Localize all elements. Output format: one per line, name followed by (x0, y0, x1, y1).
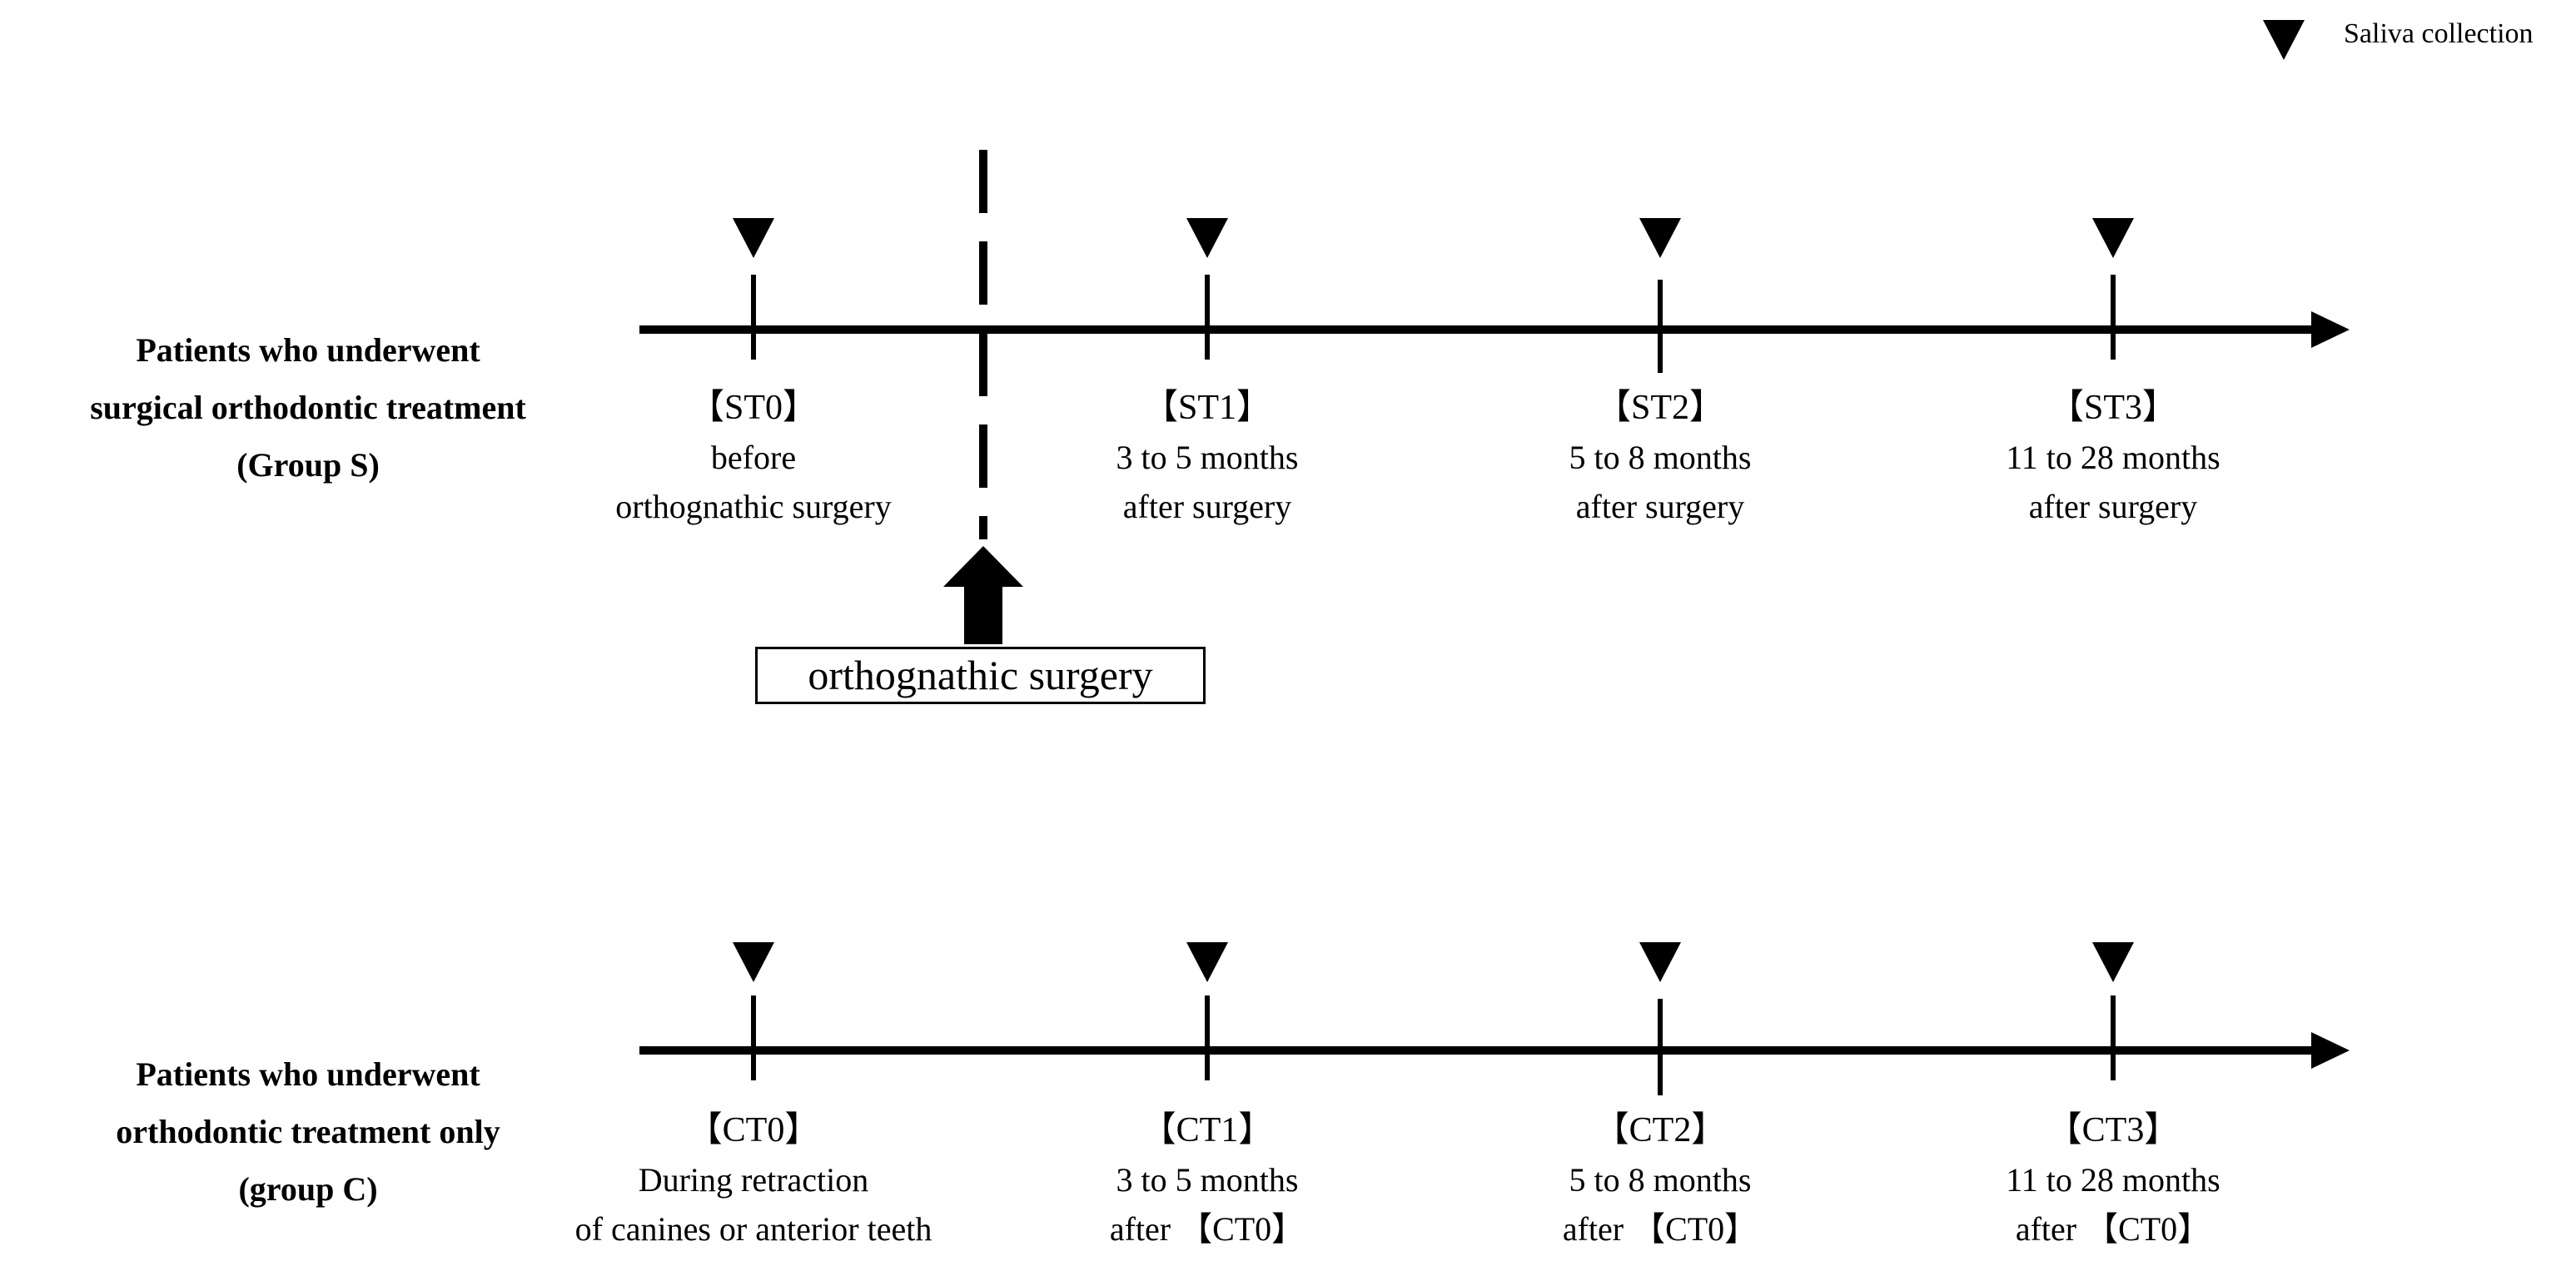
saliva-marker-ct2-icon (1639, 942, 1681, 982)
timepoint-ct1-line-1: 3 to 5 months (1116, 1161, 1299, 1199)
timepoint-ct2-code: 【CT2】 (1594, 1111, 1727, 1149)
timepoint-ct3: 【CT3】 11 to 28 months after 【CT0】 (1897, 1105, 2330, 1254)
timepoint-st2-line-1: 5 to 8 months (1569, 439, 1752, 476)
timepoint-st3: 【ST3】 11 to 28 months after surgery (1897, 383, 2330, 531)
timepoint-ct0-code: 【CT0】 (687, 1111, 820, 1149)
group-c-label-line-1: Patients who underwent (136, 1055, 480, 1093)
saliva-marker-st2-icon (1639, 218, 1681, 258)
timepoint-st3-line-1: 11 to 28 months (2006, 439, 2220, 476)
group-s-label: Patients who underwent surgical orthodon… (0, 321, 616, 494)
timepoint-ct2-line-2: after 【CT0】 (1562, 1210, 1758, 1248)
timepoint-st0: 【ST0】 before orthognathic surgery (537, 383, 970, 531)
timepoint-st1-code: 【ST1】 (1142, 389, 1271, 427)
timepoint-ct3-line-1: 11 to 28 months (2006, 1161, 2220, 1199)
group-c-label-line-3: (group C) (238, 1170, 378, 1208)
saliva-marker-ct1-icon (1186, 942, 1228, 982)
timepoint-ct2: 【CT2】 5 to 8 months after 【CT0】 (1444, 1105, 1877, 1254)
timepoint-ct3-line-2: after 【CT0】 (2015, 1210, 2211, 1248)
group-c-timeline-arrowhead (2311, 1032, 2350, 1069)
timepoint-ct2-line-1: 5 to 8 months (1569, 1161, 1752, 1199)
timepoint-st1-line-1: 3 to 5 months (1116, 439, 1299, 476)
group-s-timeline-arrowhead (2311, 311, 2350, 348)
saliva-marker-ct0-icon (733, 942, 774, 982)
group-c-label-line-2: orthodontic treatment only (116, 1113, 500, 1150)
timepoint-ct0-line-2: of canines or anterior teeth (574, 1210, 932, 1248)
timepoint-ct0-line-1: During retraction (638, 1161, 869, 1199)
timepoint-st0-line-1: before (710, 439, 797, 476)
timepoint-st2-line-2: after surgery (1575, 488, 1745, 525)
timepoint-st1: 【ST1】 3 to 5 months after surgery (991, 383, 1424, 531)
timepoint-ct1-line-2: after 【CT0】 (1109, 1210, 1305, 1248)
group-s-label-line-1: Patients who underwent (136, 331, 480, 369)
timepoint-st1-line-2: after surgery (1122, 488, 1292, 525)
timepoint-st2: 【ST2】 5 to 8 months after surgery (1444, 383, 1877, 531)
saliva-marker-st3-icon (2092, 218, 2134, 258)
saliva-marker-ct3-icon (2092, 942, 2134, 982)
orthognathic-surgery-box: orthognathic surgery (755, 647, 1206, 704)
timepoint-st3-code: 【ST3】 (2048, 389, 2177, 427)
legend-label: Saliva collection (2344, 18, 2534, 49)
saliva-marker-st0-icon (733, 218, 774, 258)
timepoint-st0-code: 【ST0】 (689, 389, 818, 427)
group-s-label-line-3: (Group S) (236, 446, 380, 484)
timepoint-st2-code: 【ST2】 (1595, 389, 1724, 427)
legend-saliva-marker-icon (2263, 20, 2305, 60)
timepoint-st3-line-2: after surgery (2028, 488, 2198, 525)
timepoint-ct1: 【CT1】 3 to 5 months after 【CT0】 (991, 1105, 1424, 1254)
timepoint-ct1-code: 【CT1】 (1141, 1111, 1274, 1149)
group-s-label-line-2: surgical orthodontic treatment (90, 389, 526, 426)
timepoint-ct0: 【CT0】 During retraction of canines or an… (537, 1105, 970, 1254)
surgery-up-arrow-icon (943, 546, 1023, 644)
timepoint-st0-line-2: orthognathic surgery (615, 488, 892, 525)
timepoint-ct3-code: 【CT3】 (2046, 1111, 2180, 1149)
group-c-label: Patients who underwent orthodontic treat… (0, 1045, 616, 1218)
saliva-marker-st1-icon (1186, 218, 1228, 258)
